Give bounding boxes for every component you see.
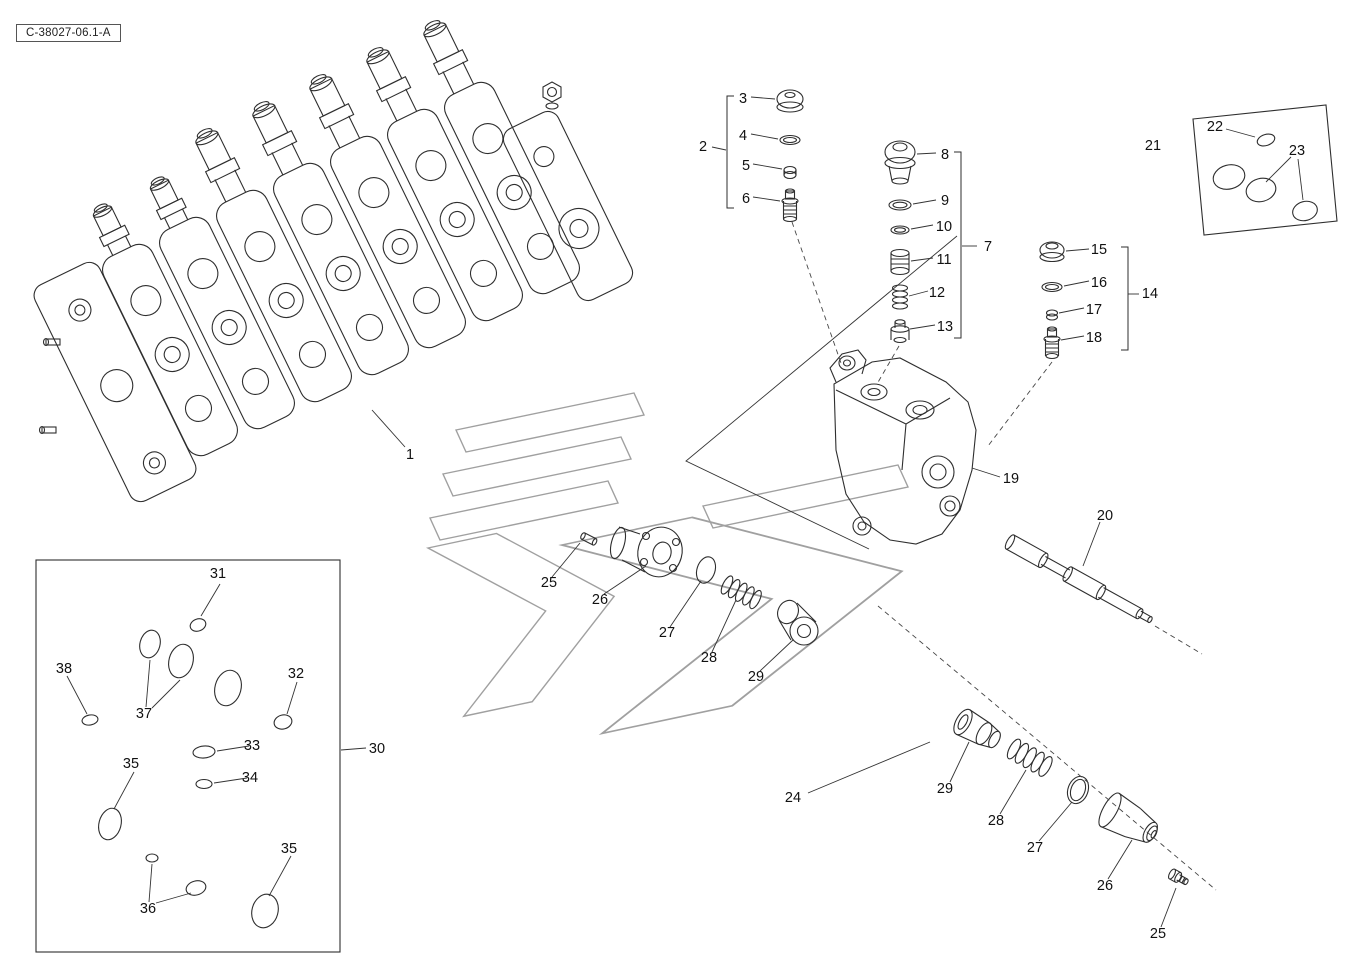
callout-7: 7 (983, 238, 993, 255)
bushing-29-lower (953, 708, 1001, 749)
endcap-26-lower (1098, 792, 1158, 843)
callout-9: 9 (940, 192, 950, 209)
callout-5: 5 (741, 157, 751, 174)
callout-22: 22 (1206, 118, 1224, 135)
bracket-14 (1121, 246, 1129, 351)
drawing-code: C-38027-06.1-A (16, 24, 121, 42)
spring-28-lower (1006, 738, 1053, 777)
callout-27: 27 (658, 624, 676, 641)
oring-27-upper (695, 556, 717, 584)
callout-35: 35 (122, 755, 140, 772)
valve-body-19 (829, 349, 977, 545)
hex-fitting (542, 81, 562, 110)
callout-17: 17 (1085, 301, 1103, 318)
callout-13: 13 (936, 318, 954, 335)
callout-30: 30 (368, 740, 386, 757)
spring-28-upper (720, 575, 762, 610)
callout-37: 37 (135, 705, 153, 722)
callout-35: 35 (280, 840, 298, 857)
seal-kit-box-21 (1192, 104, 1338, 236)
main-valve-assembly (33, 20, 634, 503)
callout-10: 10 (935, 218, 953, 235)
bracket-7 (954, 151, 962, 339)
callout-38: 38 (55, 660, 73, 677)
callout-19: 19 (1002, 470, 1020, 487)
callout-4: 4 (738, 127, 748, 144)
part-stack-15-18 (1039, 241, 1065, 360)
plug-29-upper (777, 599, 819, 646)
leader-lines (66, 96, 1304, 928)
construction-lines (791, 221, 1217, 891)
callout-33: 33 (243, 737, 261, 754)
callout-29: 29 (747, 668, 765, 685)
callout-11: 11 (936, 251, 952, 268)
callout-6: 6 (741, 190, 751, 207)
callout-1: 1 (405, 446, 415, 463)
callout-25: 25 (1149, 925, 1167, 942)
callout-21: 21 (1144, 137, 1162, 154)
callout-32: 32 (287, 665, 305, 682)
part-stack-8-13 (884, 140, 916, 344)
callout-20: 20 (1096, 507, 1114, 524)
callout-3: 3 (738, 90, 748, 107)
oring-27-lower (1066, 775, 1090, 805)
spool-20 (1004, 534, 1153, 624)
callout-12: 12 (928, 284, 946, 301)
part-stack-3-6 (776, 89, 804, 223)
screw-25-lower (1168, 868, 1189, 886)
flange-26-upper (609, 526, 683, 578)
callout-15: 15 (1090, 241, 1108, 258)
callout-28: 28 (700, 649, 718, 666)
callout-16: 16 (1090, 274, 1108, 291)
callout-24: 24 (784, 789, 802, 806)
callout-36: 36 (139, 900, 157, 917)
callout-18: 18 (1085, 329, 1103, 346)
bracket-2 (726, 95, 734, 209)
callout-31: 31 (209, 565, 227, 582)
callout-26: 26 (591, 591, 609, 608)
callout-27: 27 (1026, 839, 1044, 856)
callout-8: 8 (940, 146, 950, 163)
callout-26: 26 (1096, 877, 1114, 894)
seal-kit-box-30 (35, 559, 341, 953)
callout-28: 28 (987, 812, 1005, 829)
callout-29: 29 (936, 780, 954, 797)
watermark (425, 392, 909, 735)
callout-34: 34 (241, 769, 259, 786)
callout-2: 2 (698, 138, 708, 155)
callout-25: 25 (540, 574, 558, 591)
callout-23: 23 (1288, 142, 1306, 159)
callout-14: 14 (1141, 285, 1159, 302)
